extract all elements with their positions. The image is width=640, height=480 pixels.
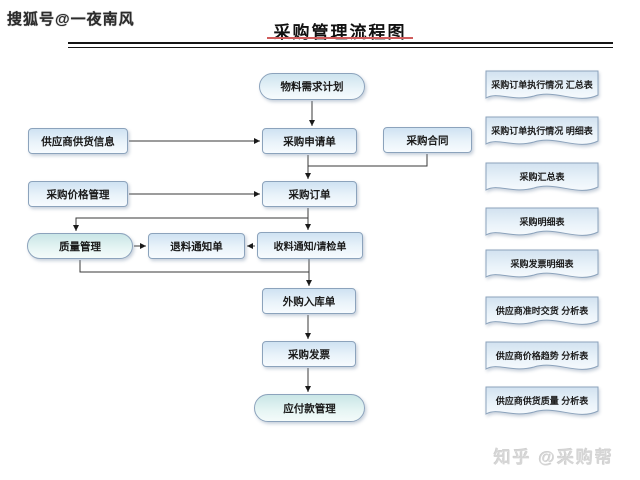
report-label-invoice-detail: 采购发票明细表 [510,259,574,269]
node-purchase-contract: 采购合同 [383,127,472,153]
report-label-purchase-detail: 采购明细表 [519,217,565,227]
node-inbound-order: 外购入库单 [262,288,356,314]
node-purchase-order: 采购订单 [262,181,357,207]
watermark-zhihu: 知乎 @采购帮 [493,448,614,467]
node-receive-notice: 收料通知/请检单 [257,232,363,259]
node-purchase-request: 采购申请单 [262,128,357,154]
report-doc-shape-2 [485,116,599,145]
node-payable-management: 应付款管理 [254,394,365,422]
node-price-management: 采购价格管理 [28,181,128,207]
line-contract-join [308,154,428,167]
report-doc-shape-4 [485,207,599,236]
report-doc-shape-3 [485,162,599,191]
report-label-ontime-delivery: 供应商准时交货 分析表 [495,306,589,316]
node-return-notice: 退料通知单 [148,233,245,259]
report-doc-shape-8 [485,386,599,415]
report-doc-shape-5 [485,249,599,278]
report-label-price-trend: 供应商价格趋势 分析表 [495,351,589,361]
watermark-sohu: 搜狐号@一夜南风 [7,11,135,28]
report-doc-shape-7 [485,341,599,370]
node-quality-management: 质量管理 [27,233,133,259]
arrow-order-to-quality [73,217,308,231]
node-supplier-info: 供应商供货信息 [28,128,128,154]
node-material-plan: 物料需求计划 [259,73,365,100]
top-divider-rule [68,42,613,48]
line-quality-join-inbound [79,260,309,273]
title-underline [267,37,413,39]
report-doc-shape-1 [485,70,599,99]
node-purchase-invoice: 采购发票 [262,341,356,367]
report-label-order-exec-summary: 采购订单执行情况 汇总表 [491,80,593,90]
report-label-purchase-summary: 采购汇总表 [519,172,565,182]
report-label-supply-quality: 供应商供货质量 分析表 [495,396,589,406]
report-label-order-exec-detail: 采购订单执行情况 明细表 [491,126,593,136]
report-doc-shape-6 [485,296,599,325]
